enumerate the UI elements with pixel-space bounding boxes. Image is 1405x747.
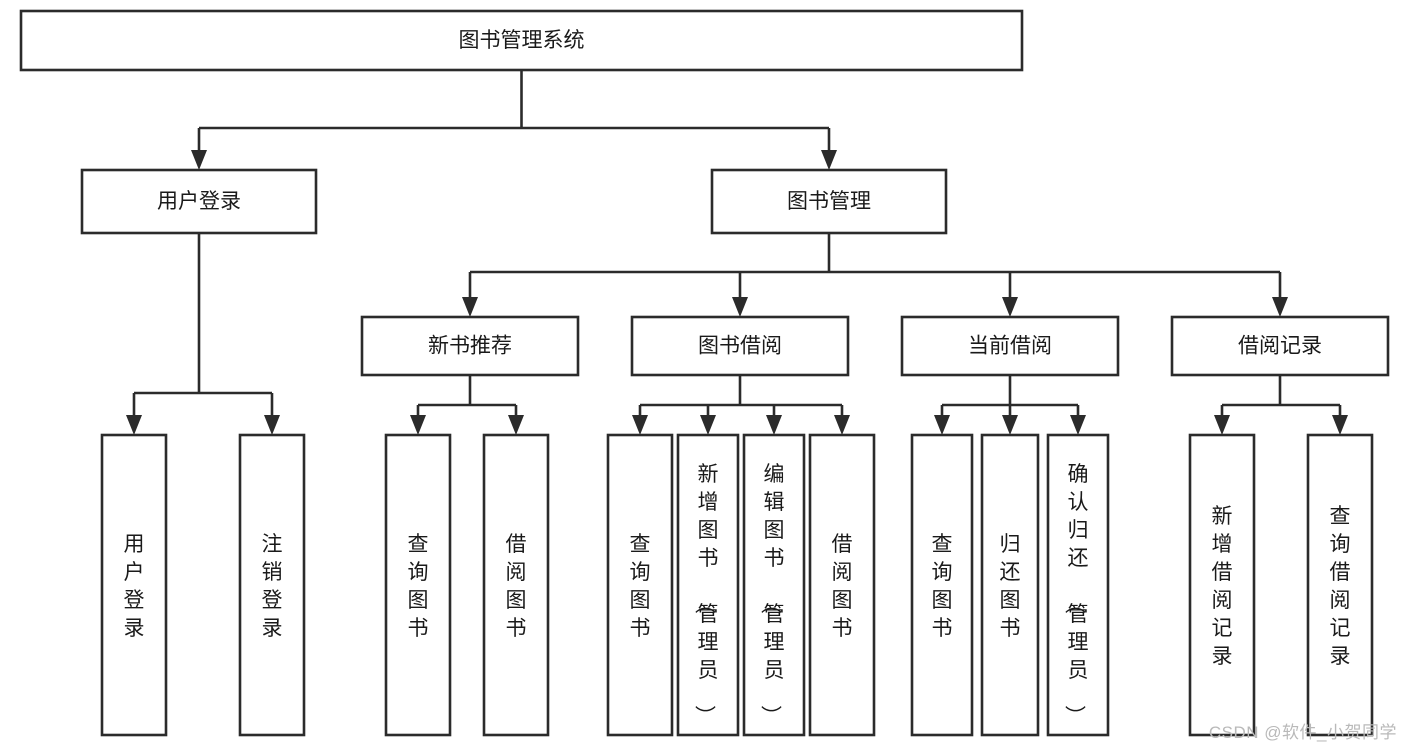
node-leaf1[interactable]: 用户登录 [100, 433, 168, 737]
node-box-borrow [630, 315, 850, 377]
node-label-bookmgmt: 图书管理 [787, 190, 871, 213]
node-label-newbook: 新书推荐 [428, 335, 512, 358]
arrow-head-icon [508, 415, 524, 435]
node-label-current: 当前借阅 [968, 335, 1052, 358]
node-label-leaf3: 查询图书 [408, 533, 429, 640]
arrow-head-icon [1332, 415, 1348, 435]
node-box-leaf7 [742, 433, 806, 737]
node-leaf5[interactable]: 查询图书 [606, 433, 674, 737]
node-box-newbook [360, 315, 580, 377]
node-label-leaf8: 借阅图书 [832, 533, 853, 640]
node-leaf13[interactable]: 查询借阅记录 [1306, 433, 1374, 737]
node-borrow[interactable]: 图书借阅 [630, 315, 850, 377]
node-label-leaf1: 用户登录 [124, 533, 145, 640]
node-label-leaf11: 确认归还（管理员） [1063, 463, 1089, 726]
node-box-login [80, 168, 318, 235]
node-bookmgmt[interactable]: 图书管理 [710, 168, 948, 235]
node-label-records: 借阅记录 [1238, 335, 1322, 358]
node-login[interactable]: 用户登录 [80, 168, 318, 235]
arrow-head-icon [1002, 415, 1018, 435]
node-root[interactable]: 图书管理系统 [19, 9, 1024, 72]
node-leaf6[interactable]: 新增图书（管理员） [676, 433, 740, 737]
node-box-leaf6 [676, 433, 740, 737]
node-box-leaf12 [1188, 433, 1256, 737]
node-label-borrow: 图书借阅 [698, 335, 782, 358]
node-box-leaf10 [980, 433, 1040, 737]
node-box-root [19, 9, 1024, 72]
node-box-leaf8 [808, 433, 876, 737]
arrow-head-icon [462, 297, 478, 317]
arrow-head-icon [766, 415, 782, 435]
node-leaf3[interactable]: 查询图书 [384, 433, 452, 737]
node-label-leaf6: 新增图书（管理员） [693, 463, 719, 726]
node-box-records [1170, 315, 1390, 377]
node-leaf2[interactable]: 注销登录 [238, 433, 306, 737]
edge-layer [126, 70, 1348, 435]
node-label-leaf7: 编辑图书（管理员） [759, 463, 785, 726]
arrow-head-icon [732, 297, 748, 317]
arrow-head-icon [1070, 415, 1086, 435]
arrow-head-icon [934, 415, 950, 435]
node-label-login: 用户登录 [157, 190, 241, 213]
arrow-head-icon [821, 150, 837, 170]
node-leaf9[interactable]: 查询图书 [910, 433, 974, 737]
node-current[interactable]: 当前借阅 [900, 315, 1120, 377]
node-box-leaf11 [1046, 433, 1110, 737]
node-box-leaf9 [910, 433, 974, 737]
node-label-leaf13: 查询借阅记录 [1330, 505, 1351, 668]
node-label-leaf10: 归还图书 [1000, 533, 1021, 640]
node-label-leaf9: 查询图书 [932, 533, 953, 640]
node-box-leaf3 [384, 433, 452, 737]
node-label-root: 图书管理系统 [459, 29, 585, 52]
node-leaf7[interactable]: 编辑图书（管理员） [742, 433, 806, 737]
node-label-leaf4: 借阅图书 [506, 533, 527, 640]
arrow-head-icon [834, 415, 850, 435]
arrow-head-icon [264, 415, 280, 435]
node-box-leaf4 [482, 433, 550, 737]
arrow-head-icon [632, 415, 648, 435]
arrow-head-icon [126, 415, 142, 435]
arrow-head-icon [191, 150, 207, 170]
node-box-bookmgmt [710, 168, 948, 235]
node-box-leaf5 [606, 433, 674, 737]
node-leaf10[interactable]: 归还图书 [980, 433, 1040, 737]
node-leaf4[interactable]: 借阅图书 [482, 433, 550, 737]
arrow-head-icon [1214, 415, 1230, 435]
arrow-head-icon [1002, 297, 1018, 317]
node-box-leaf2 [238, 433, 306, 737]
node-leaf8[interactable]: 借阅图书 [808, 433, 876, 737]
node-box-leaf13 [1306, 433, 1374, 737]
node-label-leaf12: 新增借阅记录 [1212, 505, 1233, 668]
arrow-head-icon [1272, 297, 1288, 317]
node-records[interactable]: 借阅记录 [1170, 315, 1390, 377]
node-newbook[interactable]: 新书推荐 [360, 315, 580, 377]
node-leaf12[interactable]: 新增借阅记录 [1188, 433, 1256, 737]
node-label-leaf2: 注销登录 [262, 533, 283, 640]
node-leaf11[interactable]: 确认归还（管理员） [1046, 433, 1110, 737]
csdn-watermark: CSDN @软件_小贺同学 [1208, 723, 1397, 742]
node-box-current [900, 315, 1120, 377]
node-box-leaf1 [100, 433, 168, 737]
arrow-head-icon [410, 415, 426, 435]
node-layer: 图书管理系统用户登录图书管理新书推荐图书借阅当前借阅借阅记录用户登录注销登录查询… [19, 9, 1390, 737]
arrow-head-icon [700, 415, 716, 435]
node-label-leaf5: 查询图书 [630, 533, 651, 640]
